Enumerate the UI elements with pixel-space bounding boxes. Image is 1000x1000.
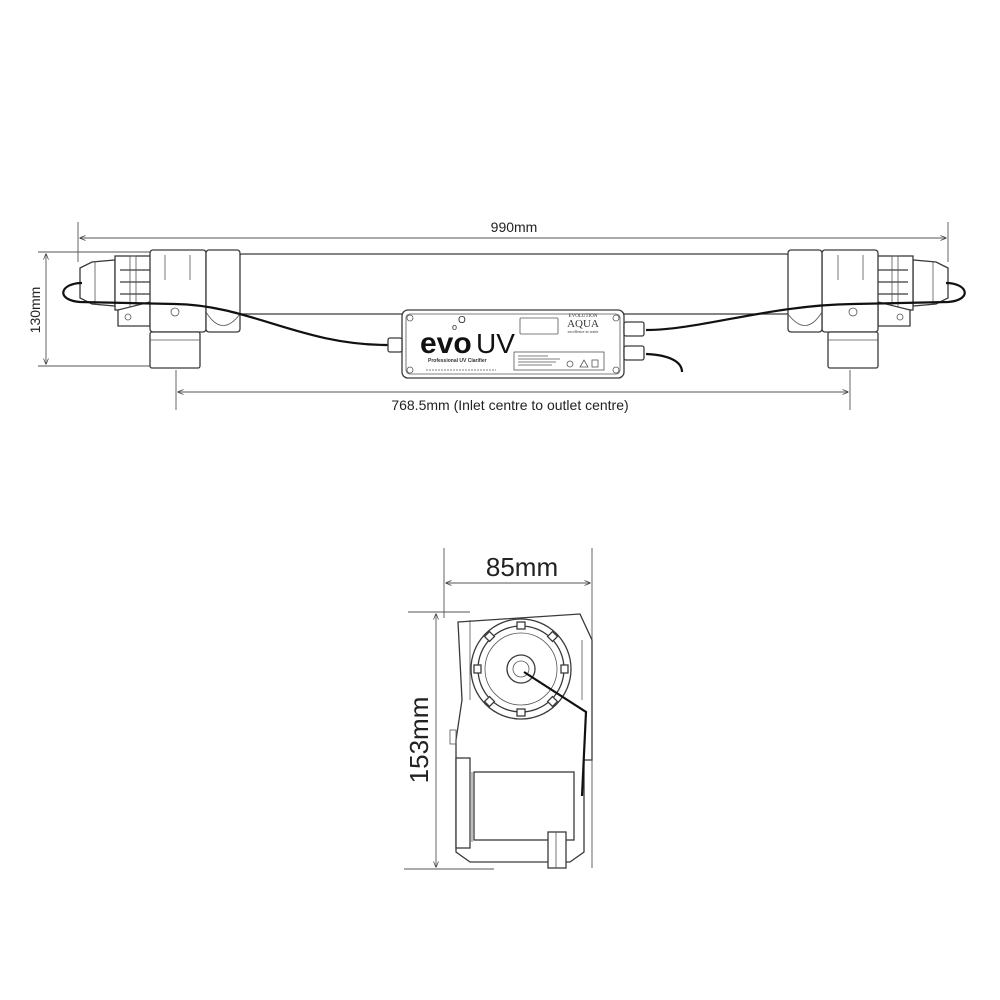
end-cap-face (470, 618, 572, 720)
inlet-spigot (547, 831, 567, 869)
height-label: 130mm (27, 287, 43, 334)
bubble-o-large: O (458, 315, 466, 326)
end-view-cable (523, 671, 588, 797)
dimension-end-width: 85mm (443, 548, 593, 868)
warning-triangle-icon (579, 359, 589, 368)
dimension-height: 130mm (27, 251, 155, 367)
ce-mark-icon (566, 360, 574, 368)
end-height-label: 153mm (404, 697, 434, 784)
inlet-block (473, 771, 575, 841)
maker-main: AQUA (567, 318, 599, 330)
dimension-end-height: 153mm (404, 611, 494, 870)
right-lamp-cable (645, 281, 966, 332)
control-box: o O evo UV Professional UV Clarifier EVO… (387, 309, 645, 379)
right-end-cap (787, 249, 949, 369)
power-cable (645, 352, 684, 373)
uv-tube (237, 253, 791, 315)
brand-subtitle: Professional UV Clarifier (428, 358, 487, 364)
dimension-overall-length: 990mm (77, 219, 949, 262)
end-width-label: 85mm (486, 552, 558, 582)
overall-length-label: 990mm (491, 219, 538, 235)
rating-label (513, 351, 605, 371)
brand-uv: UV (476, 328, 515, 359)
maker-tagline: excellence in water (568, 329, 600, 334)
maker-top: EVOLUTION (569, 314, 598, 319)
bin-icon (591, 359, 599, 368)
dimension-inlet-outlet: 768.5mm (Inlet centre to outlet centre) (175, 370, 851, 413)
display-window (519, 317, 559, 335)
end-view: 85mm 153mm (404, 548, 593, 870)
front-view: 990mm 130mm 768.5mm (Inlet centre to out… (27, 219, 966, 413)
bubble-o-small: o (452, 322, 457, 332)
left-lamp-cable (62, 281, 389, 347)
brand-evo: evo (420, 327, 472, 360)
inlet-outlet-label: 768.5mm (Inlet centre to outlet centre) (391, 397, 628, 413)
